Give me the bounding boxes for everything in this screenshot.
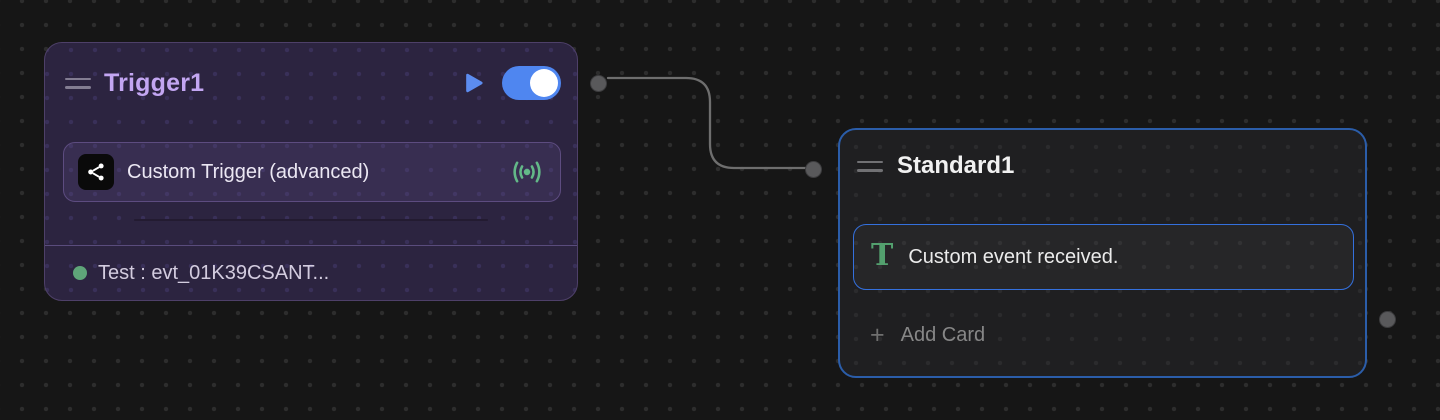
standard-node[interactable]: Standard1 T Custom event received. + Add… bbox=[838, 128, 1367, 378]
trigger-step-card[interactable]: Custom Trigger (advanced) bbox=[63, 142, 561, 202]
trigger-node-header: Trigger1 bbox=[65, 59, 561, 107]
standard-node-title: Standard1 bbox=[897, 152, 1015, 179]
plus-icon: + bbox=[870, 320, 885, 349]
standard-output-port[interactable] bbox=[1379, 311, 1396, 328]
standard-step-card[interactable]: T Custom event received. bbox=[853, 224, 1354, 290]
trigger-test-status[interactable]: Test : evt_01K39CSANT... bbox=[45, 245, 577, 300]
trigger-node-title: Trigger1 bbox=[104, 68, 205, 97]
add-card-button[interactable]: + Add Card bbox=[870, 319, 985, 351]
section-divider bbox=[134, 219, 488, 221]
text-icon: T bbox=[871, 238, 894, 273]
standard-input-port[interactable] bbox=[805, 161, 822, 178]
standard-card-label: Custom event received. bbox=[908, 245, 1119, 268]
trigger-node[interactable]: Trigger1 Custom Trigger (advanced) bbox=[44, 42, 578, 301]
status-dot-icon bbox=[73, 266, 87, 280]
standard-node-header: Standard1 bbox=[857, 144, 1349, 188]
connection-wire[interactable] bbox=[606, 76, 807, 170]
run-trigger-button[interactable] bbox=[460, 70, 486, 96]
share-icon bbox=[88, 163, 104, 181]
play-icon bbox=[466, 73, 483, 93]
status-label: Test : evt_01K39CSANT... bbox=[98, 261, 330, 284]
drag-handle-icon[interactable] bbox=[857, 160, 883, 172]
toggle-knob bbox=[530, 69, 558, 97]
trigger-card-label: Custom Trigger (advanced) bbox=[127, 160, 370, 183]
drag-handle-icon[interactable] bbox=[65, 77, 91, 89]
broadcast-icon bbox=[513, 161, 541, 183]
trigger-enabled-toggle[interactable] bbox=[502, 66, 561, 100]
trigger-card-icon-box bbox=[78, 154, 114, 190]
add-card-label: Add Card bbox=[900, 323, 986, 346]
trigger-output-port[interactable] bbox=[590, 75, 607, 92]
